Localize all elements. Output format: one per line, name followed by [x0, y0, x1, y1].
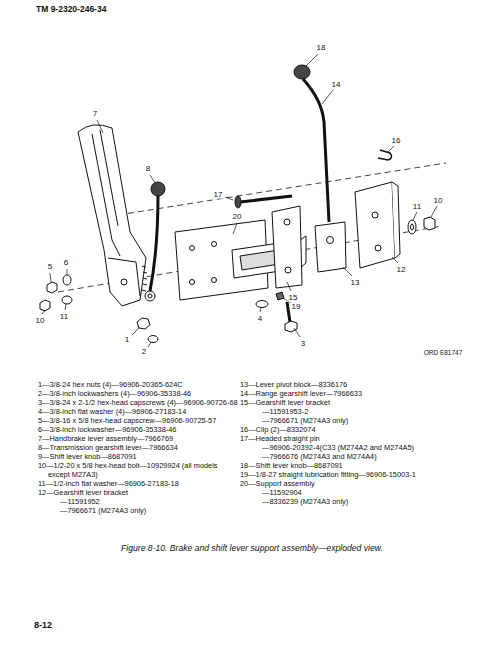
parts-list-entry: —96906-20392-4(C33 (M274A2 and M274A5): [240, 443, 450, 452]
callout-number: 8: [145, 164, 151, 173]
callout-number: 11: [59, 312, 69, 321]
parts-list-entry: 15—Gearshift lever bracket: [240, 398, 450, 407]
parts-list-entry: 8—Transmission gearshift lever—7966634: [38, 443, 238, 452]
parts-list-entry: —7966676 (M274A3 and M274A4): [240, 452, 450, 461]
parts-list-entry: 14—Range gearshift lever—7966633: [240, 389, 450, 398]
parts-list-entry: 6—3/8-inch lockwasher—96906-35338-46: [38, 425, 238, 434]
parts-list-entry: —7966671 (M274A3 only): [240, 416, 450, 425]
parts-list-column: 13—Lever pivot block—833617614—Range gea…: [240, 380, 450, 506]
figure-caption: Figure 8-10. Brake and shift lever suppo…: [121, 543, 383, 553]
parts-list-entry: 13—Lever pivot block—8336176: [240, 380, 450, 389]
parts-list-column: 1—3/8-24 hex nuts (4)—96906-20365-624C2—…: [38, 380, 238, 515]
page-number: 8-12: [34, 620, 52, 630]
callout-number: 11: [412, 202, 422, 211]
parts-list-entry: 11—1/2-inch flat washer—96906-27183-18: [38, 479, 238, 488]
parts-list-entry: 17—Headed straight pin: [240, 434, 450, 443]
parts-list-entry: 7—Handbrake lever assembly—7966769: [38, 434, 238, 443]
callout-number: 2: [141, 347, 147, 356]
callout-number: 13: [350, 278, 361, 287]
callout-number: 3: [300, 339, 306, 348]
parts-list-entry: —11591953-2: [240, 407, 450, 416]
callout-number: 15: [288, 293, 299, 302]
callout-number: 18: [316, 43, 327, 52]
parts-list-entry: —11592904: [240, 488, 450, 497]
parts-list-entry: 18—Shift lever knob—8687091: [240, 461, 450, 470]
callout-number: 5: [47, 262, 53, 271]
parts-list-entry: 2—3/8-inch lockwashers (4)—96906-35338-4…: [38, 389, 238, 398]
parts-list-entry: 4—3/8-inch flat washer (4)—96906-27183-1…: [38, 407, 238, 416]
parts-list-entry: 5—3/8-16 x 5/8 hex-head capscrew—96906-9…: [38, 416, 238, 425]
callout-number: 20: [232, 212, 243, 221]
parts-list-entry: 9—Shift lever knob—8687091: [38, 452, 238, 461]
callout-number: 4: [257, 314, 263, 323]
callout-number: 12: [396, 265, 407, 274]
parts-list-entry: 1—3/8-24 hex nuts (4)—96906-20365-624C: [38, 380, 238, 389]
callout-number: 10: [433, 196, 444, 205]
callout-number: 16: [391, 136, 402, 145]
parts-list-entry: 20—Support assembly: [240, 479, 450, 488]
callout-number: 6: [63, 258, 69, 267]
callout-number: 19: [291, 302, 302, 311]
callout-number: 10: [35, 316, 46, 325]
parts-list-entry: 3—3/8-24 x 2-1/2 hex-head capscrews (4)—…: [38, 398, 238, 407]
parts-list-entry: —8336239 (M274A3 only): [240, 497, 450, 506]
callout-number: 14: [331, 80, 342, 89]
parts-list-entry: —7966671 (M274A3 only): [38, 506, 238, 515]
callout-number: 7: [92, 109, 98, 118]
parts-list-entry: —11591952: [38, 497, 238, 506]
figure-code: ORD E81747: [424, 349, 463, 356]
parts-list-entry: 16—Clip (2)—8332074: [240, 425, 450, 434]
manual-number: TM 9-2320-246-34: [36, 4, 106, 14]
parts-list-entry: 10—1/2-20 x 5/8 hex-head bolt—10929924 (…: [38, 461, 238, 479]
callout-number: 17: [213, 190, 224, 199]
parts-list-entry: 12—Gearshift lever bracket: [38, 488, 238, 497]
callout-number: 1: [124, 335, 130, 344]
parts-list-entry: 19—1/8-27 straight lubrication fitting—9…: [240, 470, 450, 479]
